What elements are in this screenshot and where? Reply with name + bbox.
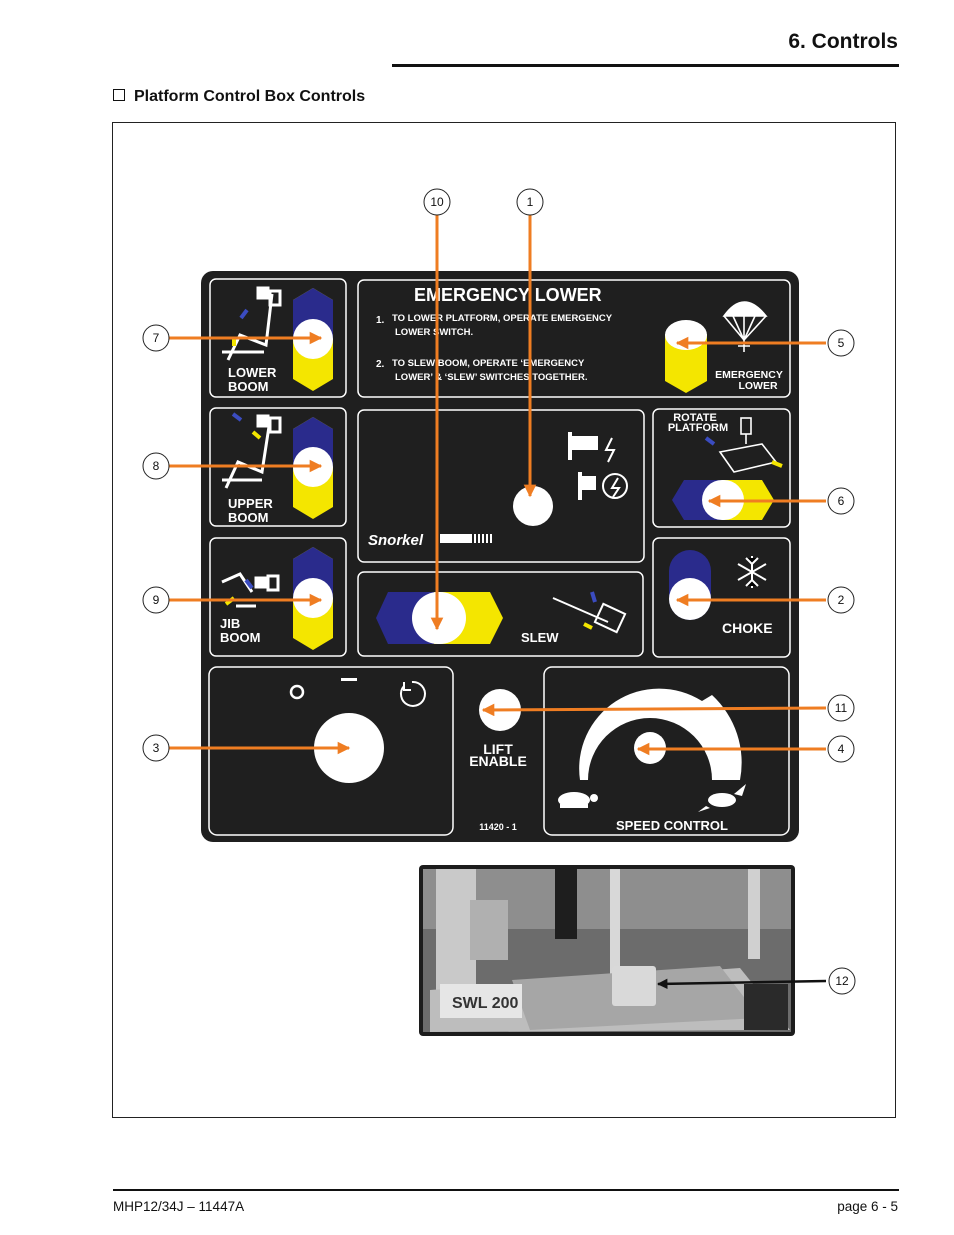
panel-part-number: 11420 - 1 <box>479 822 517 832</box>
upper-boom-label-line1: UPPER <box>228 496 273 511</box>
callout-9: 9 <box>153 593 160 607</box>
callout-circles <box>142 188 856 995</box>
callout-8: 8 <box>153 459 160 473</box>
footer-rule <box>113 1189 899 1191</box>
callout-7: 7 <box>153 331 160 345</box>
speed-control-label: SPEED CONTROL <box>616 818 728 833</box>
rotate-platform-label-line1: ROTATE <box>673 412 717 424</box>
emergency-step2-line2: LOWER’ & ‘SLEW’ SWITCHES TOGETHER. <box>395 372 587 383</box>
callout-5: 5 <box>838 336 845 350</box>
callout-6: 6 <box>838 494 845 508</box>
boom-lift-lower-icon <box>222 286 282 361</box>
power-on-icon <box>568 432 616 463</box>
section-heading: Platform Control Box Controls <box>113 88 365 106</box>
callout-3: 3 <box>153 741 160 755</box>
lift-enable-label-line1: LIFT <box>483 741 513 757</box>
foot-switch <box>612 966 656 1006</box>
emergency-switch-label-line1: EMERGENCY <box>715 369 783 381</box>
snorkel-brand-logo: Snorkel <box>368 532 424 549</box>
power-off-icon <box>578 472 628 500</box>
jib-boom-label-line2: BOOM <box>220 630 260 645</box>
jib-boom-switch[interactable] <box>293 547 333 650</box>
callout-11: 11 <box>835 701 848 715</box>
emergency-switch-label-line2: LOWER <box>738 380 777 392</box>
emergency-step2-number: 2. <box>376 359 385 370</box>
lower-boom-label-line1: LOWER <box>228 365 277 380</box>
foot-switch-photo: SWL 200 <box>419 865 795 1036</box>
run-position-icon <box>341 678 357 681</box>
snowflake-icon <box>737 556 767 588</box>
turtle-slow-icon <box>558 792 598 808</box>
lower-boom-label-line2: BOOM <box>228 379 268 394</box>
speed-control-section: SPEED CONTROL <box>543 666 790 836</box>
emergency-lower-title: EMERGENCY LOWER <box>414 285 602 305</box>
callout-4: 4 <box>838 742 845 756</box>
footer-page-number: page 6 - 5 <box>837 1199 898 1214</box>
slew-boom-icon <box>552 597 627 634</box>
jib-boom-section: JIB BOOM <box>209 537 347 657</box>
slew-label: SLEW <box>521 630 559 645</box>
emergency-step2-line1: TO SLEW BOOM, OPERATE ‘EMERGENCY <box>392 358 585 369</box>
parachute-icon <box>722 301 768 352</box>
checkbox-bullet-icon <box>113 89 125 101</box>
chapter-title: 6. Controls <box>788 30 898 53</box>
callout-arrow-11 <box>481 703 827 717</box>
rotate-platform-label-line2: PLATFORM <box>668 422 728 434</box>
callout-arrows <box>169 215 827 756</box>
callout-numbers: 10 1 7 5 8 6 9 2 11 3 4 12 <box>153 195 849 988</box>
emergency-step1-line1: TO LOWER PLATFORM, OPERATE EMERGENCY <box>392 313 613 324</box>
swl-plate-text: SWL 200 <box>452 995 519 1012</box>
off-position-icon <box>289 684 305 700</box>
callout-2: 2 <box>838 593 845 607</box>
jib-boom-label-line1: JIB <box>220 616 240 631</box>
rabbit-fast-icon <box>698 784 746 812</box>
emergency-step1-number: 1. <box>376 315 385 326</box>
callout-1: 1 <box>527 195 534 209</box>
callout-10: 10 <box>430 195 444 209</box>
upper-boom-switch[interactable] <box>293 417 333 519</box>
choke-switch[interactable] <box>669 550 711 620</box>
footer-document-id: MHP12/34J – 11447A <box>113 1199 245 1214</box>
choke-label: CHOKE <box>722 620 773 636</box>
main-power-section: Snorkel <box>357 409 645 563</box>
section-heading-text: Platform Control Box Controls <box>134 88 366 105</box>
figure-frame <box>112 122 896 1118</box>
callout-12: 12 <box>835 974 849 988</box>
main-power-switch[interactable] <box>513 486 553 526</box>
brand-stripes <box>440 534 492 543</box>
header-rule <box>392 64 899 67</box>
emergency-lower-section: EMERGENCY LOWER 1. TO LOWER PLATFORM, OP… <box>357 279 791 398</box>
engine-start-icon <box>399 680 426 707</box>
lift-enable-label-line2: ENABLE <box>469 753 527 769</box>
slew-switch[interactable] <box>376 592 503 644</box>
emergency-lower-switch[interactable] <box>665 320 707 393</box>
emergency-step1-line2: LOWER SWITCH. <box>395 327 473 338</box>
lift-enable-section: LIFT ENABLE 11420 - 1 <box>469 689 527 832</box>
callout-arrow-12 <box>656 978 827 990</box>
upper-boom-label-line2: BOOM <box>228 510 268 525</box>
